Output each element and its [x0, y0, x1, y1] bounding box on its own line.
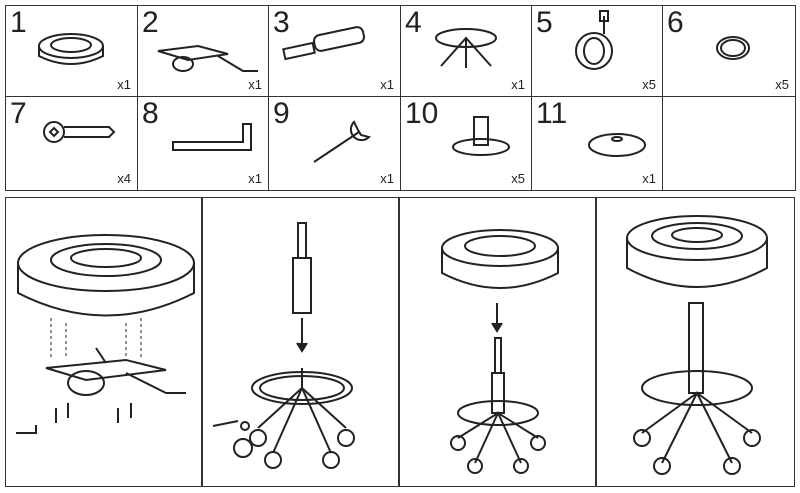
part-9: 9 x1: [268, 96, 401, 191]
part-quantity: x1: [511, 77, 525, 92]
empty-cell: [662, 96, 796, 191]
base-footring-icon: [435, 28, 497, 68]
assembled-stool-illustration: [626, 215, 768, 475]
part-number: 7: [10, 97, 27, 130]
part-quantity: x1: [642, 171, 656, 186]
part-10: 10 x5: [400, 96, 532, 191]
caster-wheel-icon: [575, 10, 613, 70]
part-quantity: x1: [380, 77, 394, 92]
glide-socket-icon: [452, 116, 510, 156]
part-number: 11: [536, 97, 568, 130]
gas-cylinder-icon: [282, 26, 366, 61]
washer-disc-icon: [588, 133, 646, 157]
cylinder-base-illustration: [212, 222, 355, 469]
part-number: 1: [10, 6, 27, 39]
part-7: 7 x4: [5, 96, 138, 191]
part-6: 6 x5: [662, 5, 796, 97]
seat-cushion-icon: [38, 33, 104, 65]
part-1: 1 x1: [5, 5, 138, 97]
part-quantity: x5: [642, 77, 656, 92]
part-4: 4 x1: [400, 5, 532, 97]
part-quantity: x1: [248, 171, 262, 186]
step-2-panel: [202, 197, 399, 487]
attach-mechanism-illustration: [16, 234, 195, 434]
mount-seat-illustration: [441, 229, 559, 474]
part-quantity: x5: [511, 171, 525, 186]
part-quantity: x1: [248, 77, 262, 92]
part-5: 5 x5: [531, 5, 663, 97]
part-quantity: x5: [775, 77, 789, 92]
screw-icon: [43, 121, 116, 143]
clip-ring-icon: [716, 36, 750, 60]
step-1-panel: [5, 197, 202, 487]
part-number: 6: [667, 6, 684, 39]
part-quantity: x4: [117, 171, 131, 186]
part-quantity: x1: [380, 171, 394, 186]
part-number: 2: [142, 6, 159, 39]
allen-key-icon: [172, 123, 252, 151]
wrench-icon: [313, 120, 371, 163]
part-3: 3 x1: [268, 5, 401, 97]
seat-mechanism-icon: [157, 44, 258, 72]
part-number: 8: [142, 97, 159, 130]
part-8: 8 x1: [137, 96, 269, 191]
part-number: 5: [536, 6, 553, 39]
part-quantity: x1: [117, 77, 131, 92]
step-4-panel: [596, 197, 795, 487]
step-3-panel: [399, 197, 596, 487]
part-number: 4: [405, 6, 422, 39]
part-number: 3: [273, 6, 290, 39]
part-number: 10: [405, 97, 439, 130]
part-number: 9: [273, 97, 290, 130]
part-2: 2 x1: [137, 5, 269, 97]
part-11: 11 x1: [531, 96, 663, 191]
